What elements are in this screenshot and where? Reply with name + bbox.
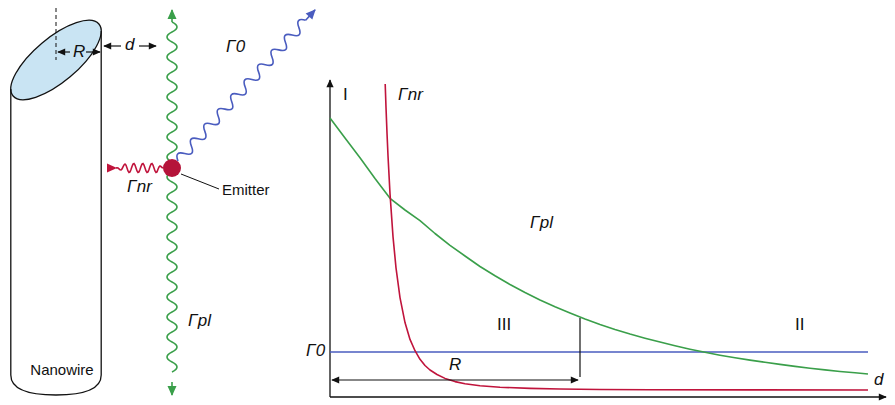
- photon-wave: [174, 17, 309, 164]
- plasmon-wave: [167, 22, 177, 372]
- rate-label: Γ0: [226, 38, 245, 57]
- level-label: Γ0: [306, 342, 325, 361]
- plasmon-arrow: [171, 382, 173, 395]
- nonradiative-wave-arrow: [116, 164, 163, 173]
- region-numeral: I: [343, 86, 348, 105]
- emitter-dot: [163, 159, 181, 177]
- region-numeral: II: [795, 316, 804, 335]
- dimension-tick: [579, 318, 580, 377]
- node-label: Emitter: [222, 182, 270, 199]
- curve-label: Γpl: [530, 214, 553, 233]
- dimension-arrow: [58, 51, 70, 52]
- gamma0-level-line: [330, 351, 868, 352]
- x-axis: [330, 396, 886, 397]
- axis-label: d: [874, 371, 883, 390]
- rate-label: Γnr: [127, 178, 152, 197]
- region-numeral: III: [497, 316, 511, 335]
- nonradiative-rate-curve: [385, 84, 868, 390]
- nanowire-body-outline: [8, 14, 116, 398]
- node-label: Nanowire: [8, 362, 116, 379]
- nanowire-body: Nanowire: [8, 14, 116, 398]
- dimension-arrow: [139, 45, 156, 46]
- dimension-arrow: [104, 45, 121, 46]
- plasmon-arrow: [171, 10, 173, 22]
- nanowire-top-edge: [0, 7, 113, 113]
- leader-line: [181, 174, 219, 189]
- emitter-dot-outline: [163, 159, 181, 177]
- nanowire-top-face: [0, 7, 113, 113]
- plasmon-rate-curve: [330, 118, 868, 374]
- dimension-label: R: [449, 356, 461, 375]
- dimension-label: R: [73, 43, 85, 62]
- y-axis: [329, 80, 330, 397]
- nanowire-side: [11, 31, 101, 395]
- photon-arrow: [306, 10, 315, 20]
- axis-dashed-line: [56, 8, 57, 60]
- emitter-dot: Emitter: [163, 159, 181, 177]
- dimension-label: d: [125, 36, 134, 55]
- dimension-arrow: [332, 379, 578, 380]
- curve-label: Γnr: [398, 86, 423, 105]
- rate-label: Γpl: [188, 312, 211, 331]
